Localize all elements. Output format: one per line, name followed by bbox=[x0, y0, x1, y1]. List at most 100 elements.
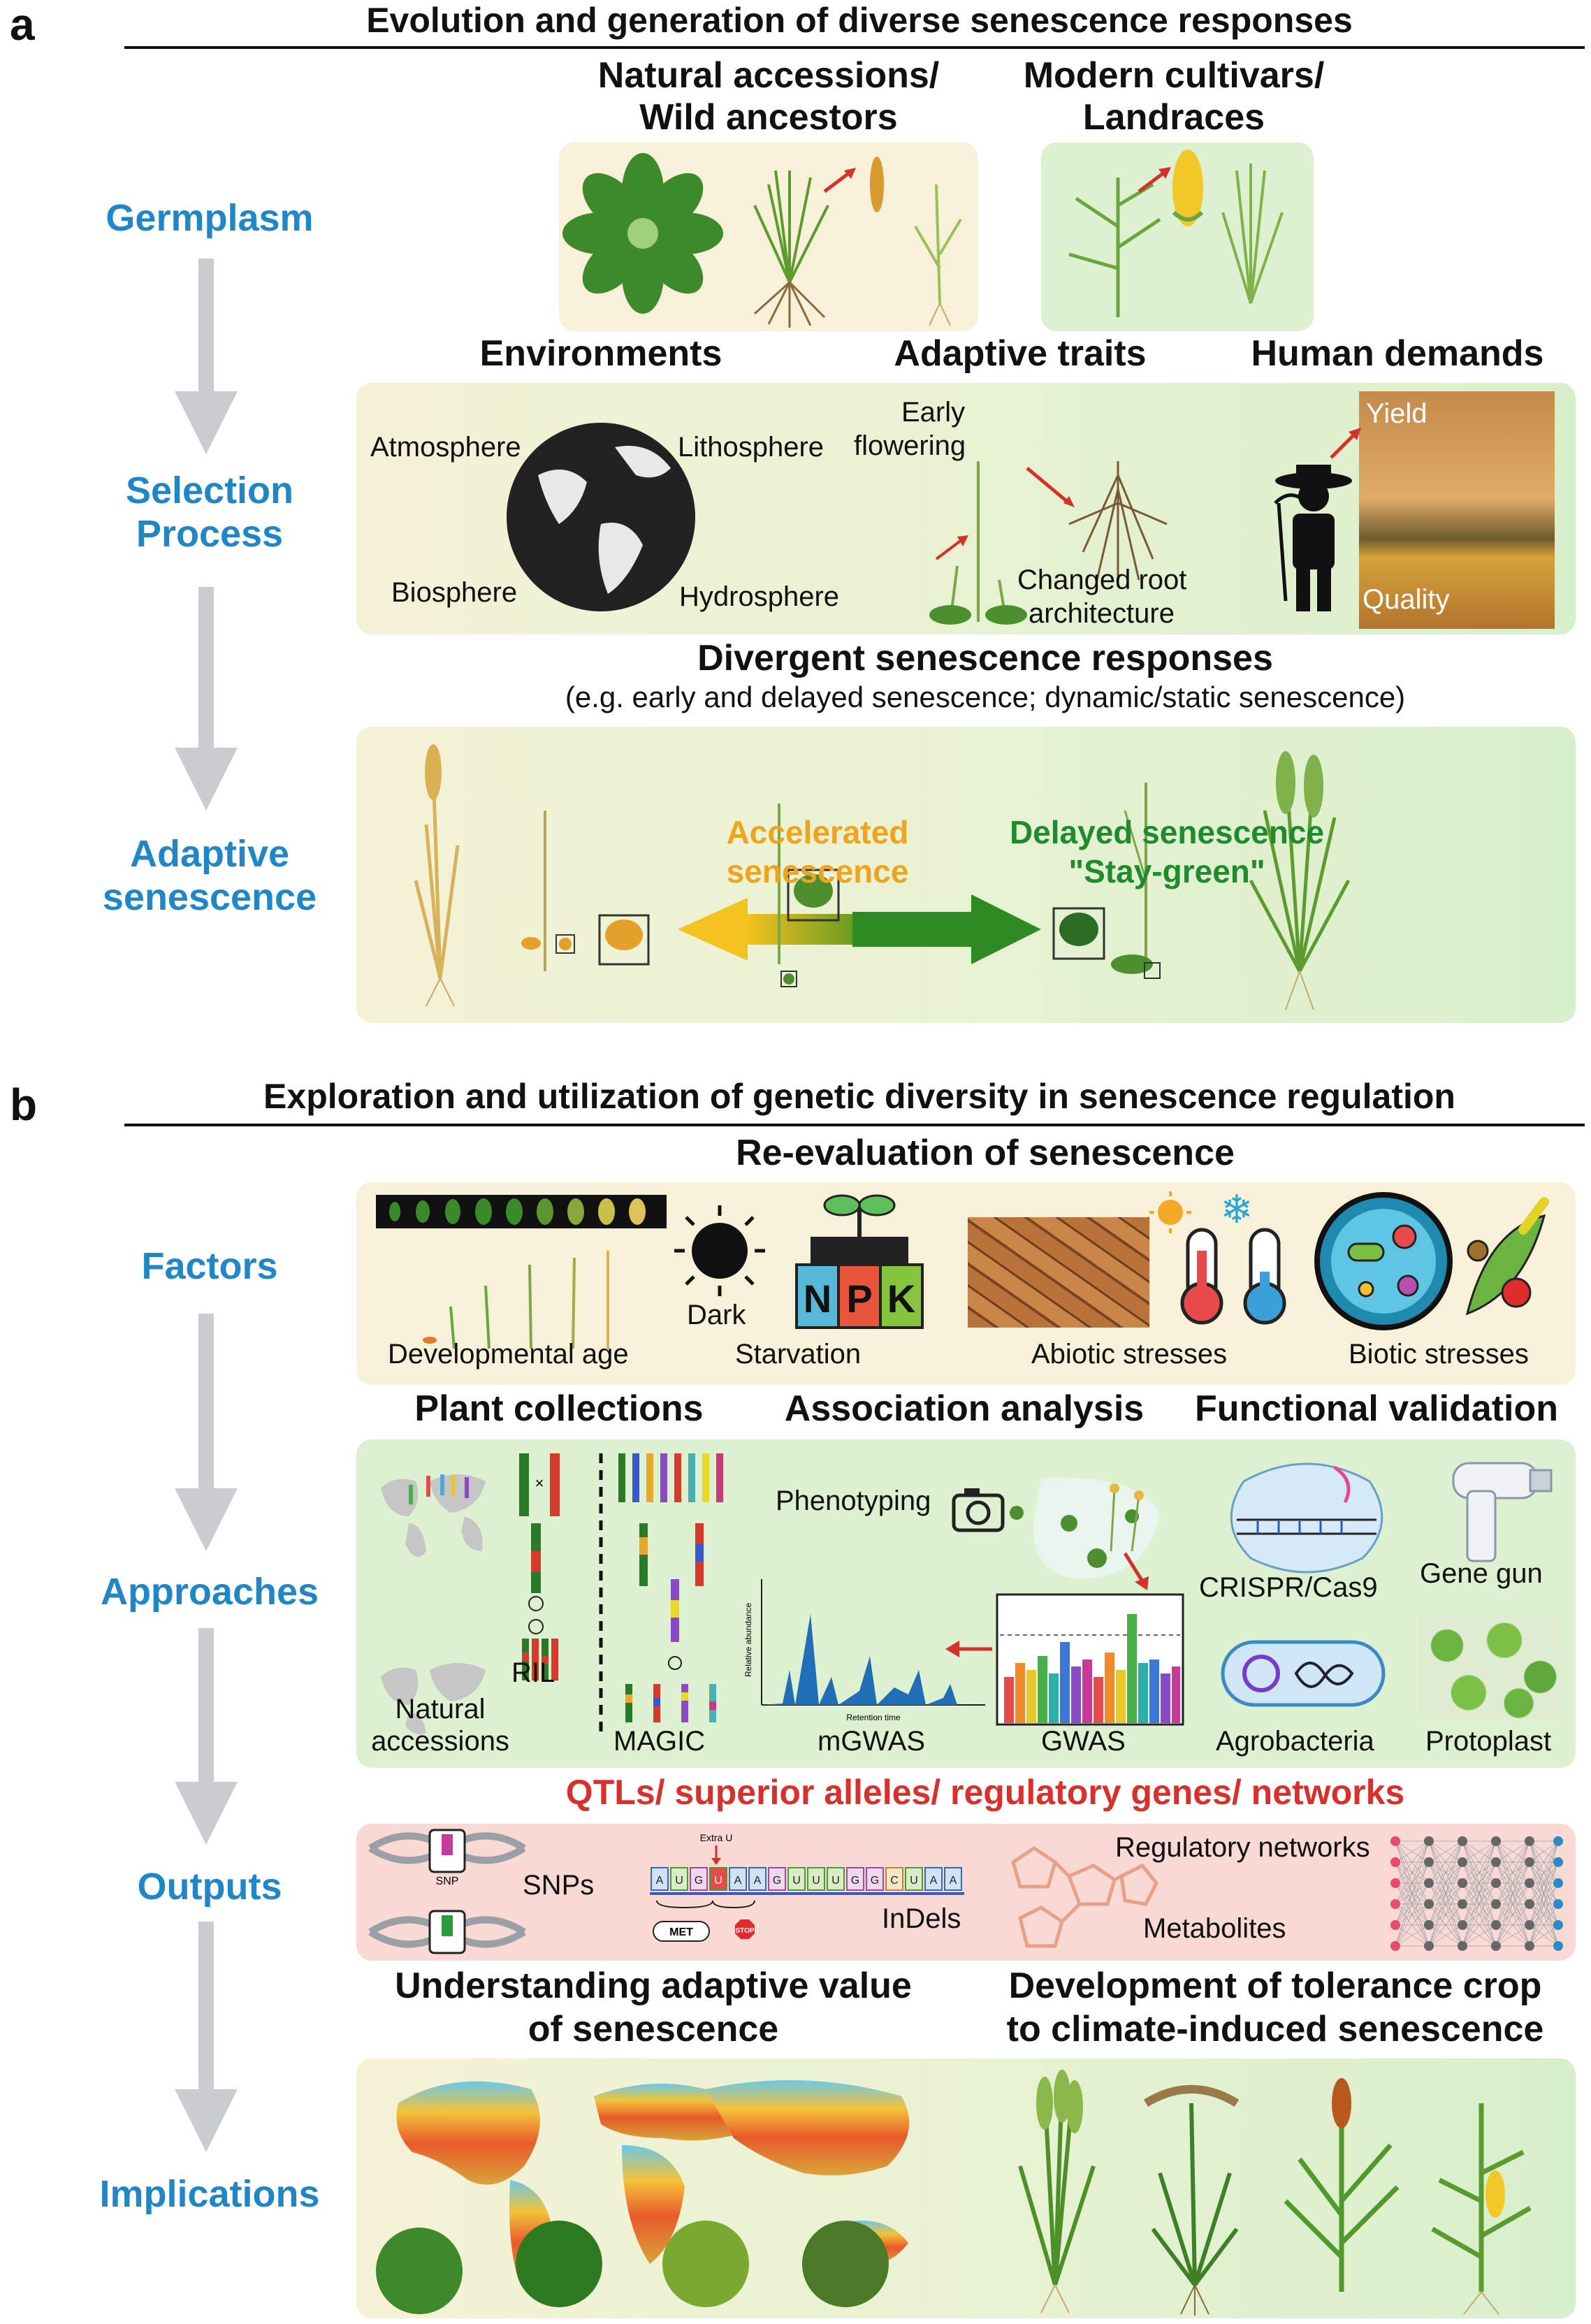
network-edge bbox=[1428, 1840, 1463, 1863]
panel-b-rule bbox=[124, 1124, 1585, 1126]
network-node bbox=[1424, 1920, 1434, 1930]
snp-small-label: SNP bbox=[436, 1875, 459, 1887]
sequence-base-tile bbox=[709, 1867, 727, 1891]
network-edge bbox=[1529, 1861, 1559, 1947]
network-node bbox=[1424, 1857, 1434, 1867]
stage-germplasm: Germplasm bbox=[106, 197, 314, 239]
network-edge bbox=[1529, 1924, 1559, 1947]
network-edge bbox=[1395, 1882, 1430, 1947]
network-edge bbox=[1395, 1840, 1430, 1926]
network-edge bbox=[1428, 1882, 1463, 1947]
down-arrow-b1 bbox=[175, 1314, 238, 1551]
metabolites-label: Metabolites bbox=[1143, 1913, 1286, 1944]
panel-a-letter: a bbox=[10, 0, 35, 50]
sequence-base-tile bbox=[866, 1867, 884, 1891]
re-evaluation-title: Re-evaluation of senescence bbox=[736, 1133, 1235, 1173]
network-node bbox=[1458, 1878, 1467, 1888]
hydrosphere-label: Hydrosphere bbox=[679, 581, 840, 612]
gwas-label: GWAS bbox=[1041, 1726, 1126, 1757]
network-edge bbox=[1495, 1840, 1530, 1863]
network-node bbox=[1390, 1836, 1400, 1846]
sequence-base-tile bbox=[885, 1867, 903, 1891]
agrobacteria-icon bbox=[1221, 1640, 1386, 1707]
network-node bbox=[1525, 1941, 1534, 1951]
network-edge bbox=[1395, 1840, 1430, 1863]
modern-header-line2: Landraces bbox=[1082, 97, 1265, 138]
understanding-line2: of senescence bbox=[528, 2009, 779, 2049]
network-edge bbox=[1428, 1840, 1463, 1884]
network-node bbox=[1525, 1857, 1534, 1867]
network-edge bbox=[1428, 1924, 1463, 1947]
network-edge bbox=[1462, 1924, 1497, 1947]
sequence-base-letter: U bbox=[675, 1875, 683, 1887]
npk-n: N bbox=[804, 1277, 831, 1321]
network-edge bbox=[1395, 1840, 1430, 1947]
biotic-pathogens-icon bbox=[1314, 1192, 1549, 1330]
magic-label: MAGIC bbox=[613, 1726, 706, 1757]
snps-label: SNPs bbox=[523, 1870, 595, 1901]
sequence-base-tile bbox=[768, 1867, 786, 1891]
network-node bbox=[1491, 1899, 1501, 1909]
network-edge bbox=[1495, 1882, 1530, 1947]
outputs-title: QTLs/ superior alleles/ regulatory genes… bbox=[565, 1773, 1405, 1812]
network-edge bbox=[1395, 1924, 1430, 1947]
stage-factors: Factors bbox=[141, 1245, 278, 1287]
mgwas-chromatogram: Relative abundance Retention time bbox=[743, 1579, 985, 1722]
network-edge bbox=[1395, 1861, 1430, 1947]
network-node bbox=[1424, 1878, 1434, 1888]
npk-starvation-icon: N P K bbox=[795, 1194, 924, 1329]
sequence-base-letter: U bbox=[910, 1875, 918, 1887]
network-node bbox=[1491, 1920, 1501, 1930]
gene-gun-label: Gene gun bbox=[1420, 1558, 1543, 1589]
sequence-base-tile bbox=[787, 1867, 806, 1891]
npk-k: K bbox=[887, 1277, 915, 1321]
network-edge bbox=[1529, 1882, 1559, 1947]
stage-approaches: Approaches bbox=[100, 1571, 319, 1613]
sequence-base-letter: C bbox=[890, 1875, 899, 1887]
network-node bbox=[1424, 1836, 1434, 1846]
sequence-base-letter: U bbox=[831, 1875, 840, 1887]
sequence-base-letter: A bbox=[930, 1875, 938, 1887]
retention-time-label: Retention time bbox=[846, 1713, 901, 1722]
relative-abundance-label: Relative abundance bbox=[743, 1603, 753, 1677]
dry-soil-photo bbox=[968, 1217, 1149, 1328]
network-node bbox=[1458, 1899, 1467, 1909]
natural-header-line1: Natural accessions/ bbox=[597, 55, 940, 96]
sequence-base-letter: U bbox=[792, 1875, 801, 1887]
network-node bbox=[1424, 1899, 1434, 1909]
network-edge bbox=[1462, 1840, 1497, 1926]
network-node bbox=[1458, 1920, 1467, 1930]
down-arrow-a2 bbox=[175, 587, 238, 811]
sequence-base-tile bbox=[807, 1867, 825, 1891]
network-node bbox=[1525, 1836, 1534, 1846]
adaptive-senescence-box bbox=[356, 727, 1576, 1023]
sequence-base-letter: U bbox=[714, 1875, 722, 1887]
network-edge bbox=[1495, 1840, 1530, 1947]
accelerated-line2: senescence bbox=[726, 853, 909, 889]
network-node bbox=[1553, 1920, 1563, 1930]
network-edge bbox=[1495, 1840, 1530, 1905]
network-node bbox=[1491, 1878, 1501, 1888]
modern-header-line1: Modern cultivars/ bbox=[1023, 55, 1325, 96]
metabolite-structure-illustration bbox=[1011, 1845, 1158, 1948]
sequence-base-tile bbox=[827, 1867, 845, 1891]
sequence-base-tile bbox=[690, 1867, 708, 1891]
crop-plants-row-illustration bbox=[1018, 2070, 1532, 2316]
stage-implications: Implications bbox=[99, 2173, 320, 2215]
globe-icon bbox=[507, 423, 695, 611]
sequence-base-tile bbox=[924, 1867, 943, 1891]
network-edge bbox=[1462, 1840, 1497, 1947]
dark-label: Dark bbox=[687, 1300, 746, 1330]
world-heatmap-illustration bbox=[376, 2080, 910, 2314]
stop-label: STOP bbox=[735, 1927, 754, 1935]
network-edge bbox=[1495, 1840, 1530, 1884]
developmental-age-illustration bbox=[376, 1195, 667, 1349]
network-edge bbox=[1495, 1903, 1530, 1947]
network-edge bbox=[1529, 1840, 1559, 1884]
network-node bbox=[1553, 1857, 1563, 1867]
network-edge bbox=[1462, 1903, 1497, 1947]
association-header: Association analysis bbox=[784, 1388, 1145, 1429]
network-edge bbox=[1529, 1903, 1559, 1947]
sequence-base-letter: A bbox=[950, 1875, 957, 1887]
